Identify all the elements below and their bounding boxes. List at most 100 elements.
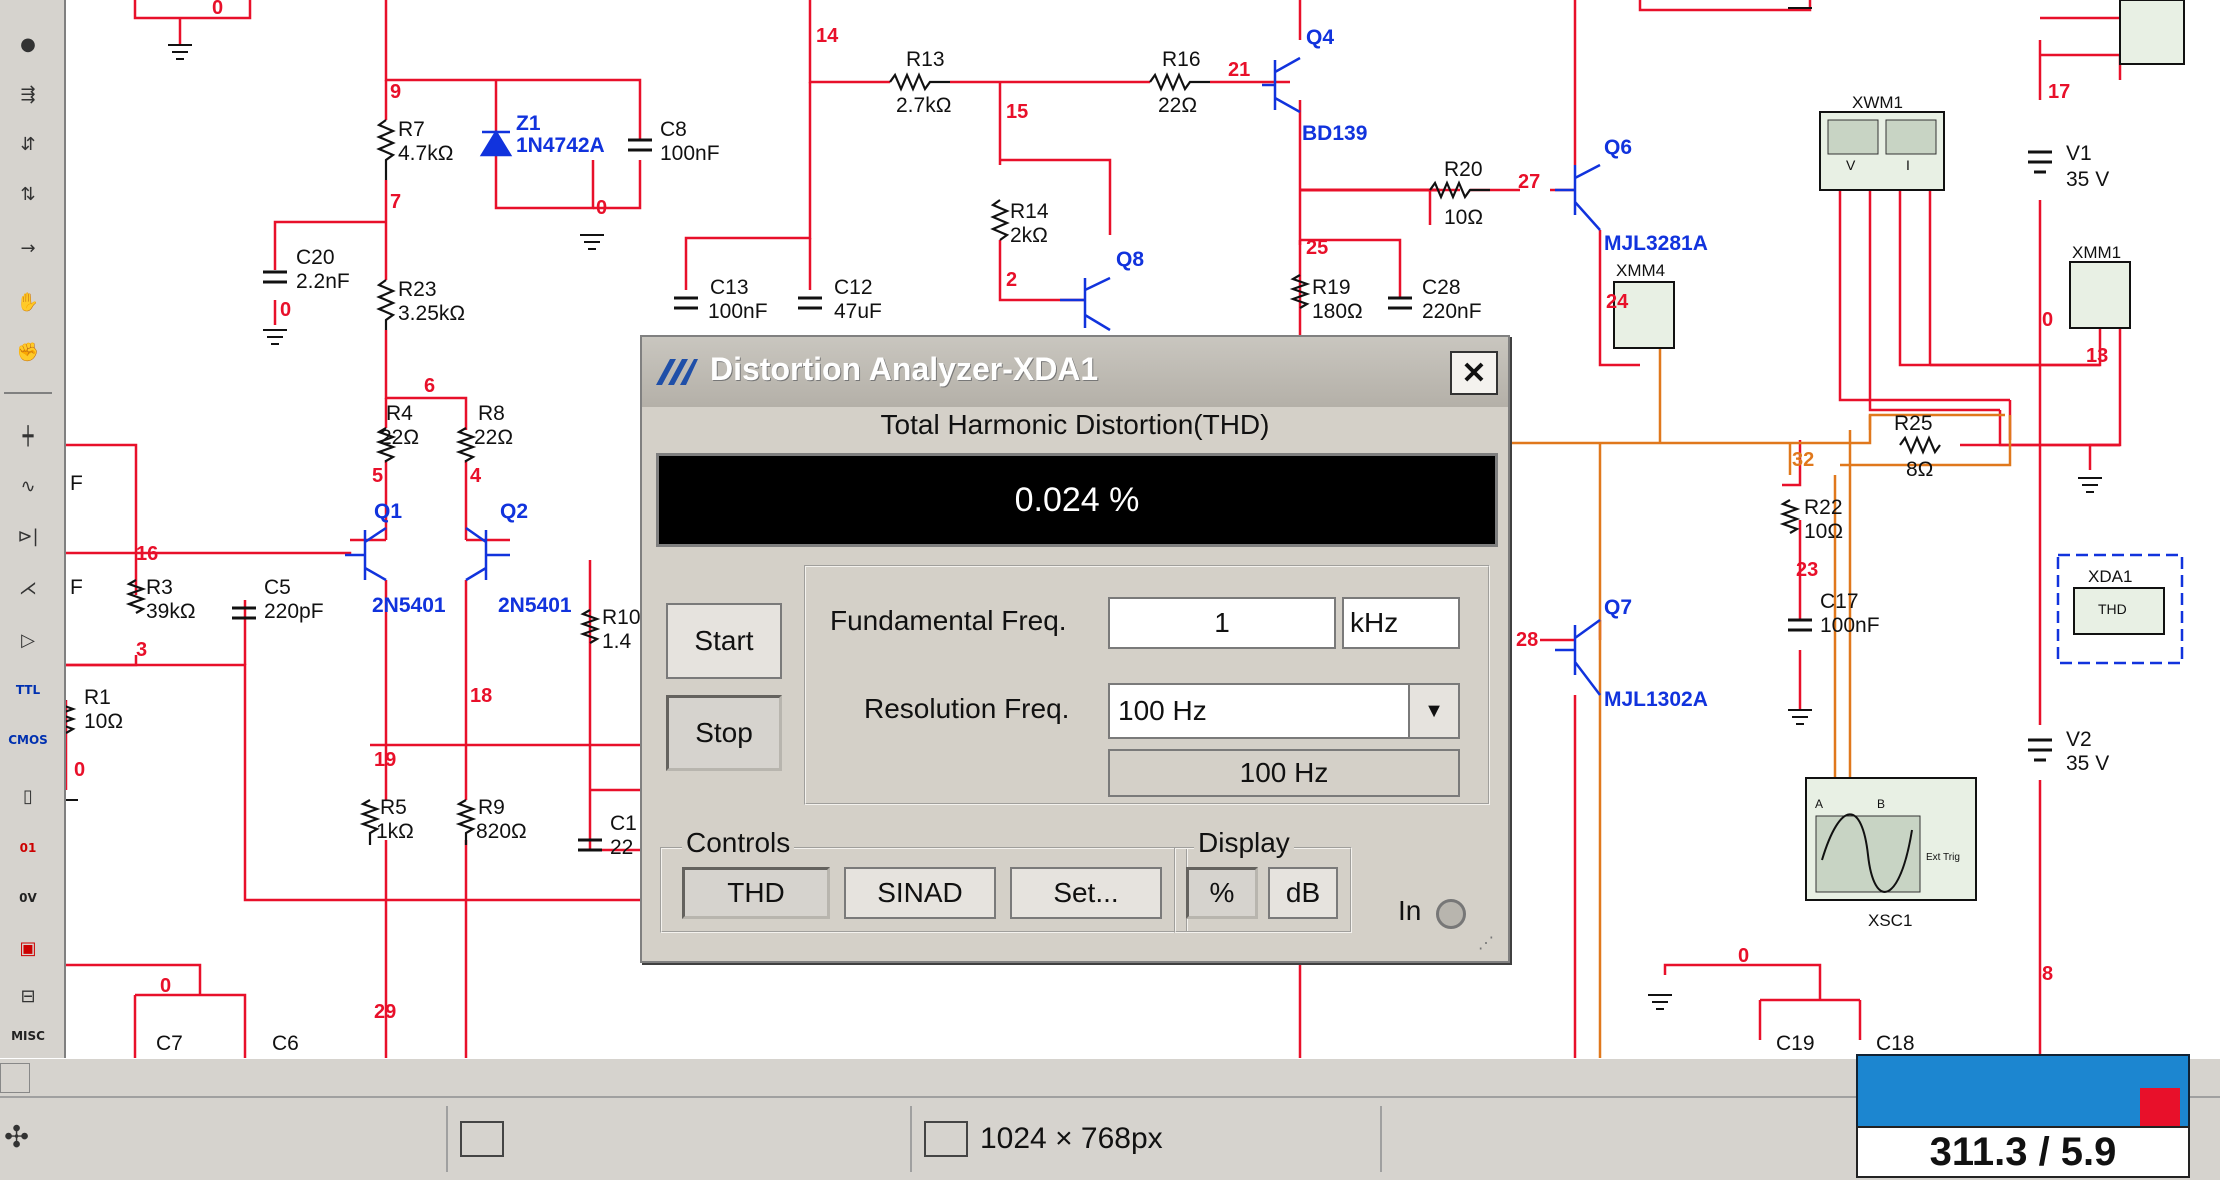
resolution-freq-select[interactable]: 100 Hz [1108,683,1408,739]
overview-thumbnail[interactable] [1856,1054,2190,1130]
diode-icon[interactable]: ⊳| [17,525,39,547]
net-label: 13 [2086,345,2108,367]
component-ref: C1 [610,812,637,835]
net-label: 5 [372,465,383,487]
thd-readout: 0.024 % [656,453,1498,547]
fundamental-unit-select[interactable]: kHz [1342,597,1460,649]
switch-component[interactable] [2119,0,2185,65]
basic-icon[interactable]: ∿ [20,475,36,497]
hierarchy-down-icon[interactable]: ⇅ [20,183,36,205]
component-ref: R20 [1444,158,1483,181]
net-label: 16 [136,543,158,565]
analyzer-app-icon [656,359,698,385]
schematic-canvas[interactable]: 0 14 9 7 0 15 21 27 17 0 0 2 25 24 13 6 … [66,0,2220,1058]
scroll-left-button[interactable] [0,1063,30,1093]
horizontal-scrollbar[interactable] [0,1058,2220,1097]
net-label: 27 [1518,171,1540,193]
db-button[interactable]: dB [1268,867,1338,919]
chevron-down-icon[interactable]: ▼ [1408,683,1460,739]
close-button[interactable]: ✕ [1450,351,1498,395]
component-ref: R8 [478,402,505,425]
net-label: 0 [1738,945,1749,967]
input-terminal-icon[interactable] [1436,899,1466,929]
net-label: 28 [1516,629,1538,651]
mcu-icon[interactable]: ▯ [23,785,33,807]
overview-marker [2140,1088,2180,1128]
net-label: 0 [160,975,171,997]
component-ref: C28 [1422,276,1461,299]
component-ref: Q4 [1306,26,1334,49]
component-value: 35 V [2066,752,2109,775]
instruments[interactable] [1613,0,2185,901]
status-cell-size: 1024 × 768px [910,1106,1378,1172]
power-icon[interactable]: ⊟ [20,985,36,1007]
xda1-selection[interactable] [2056,553,2184,665]
wattmeter-v: V [1846,157,1856,173]
component-value: 22Ω [1158,94,1197,117]
component-value: 10Ω [1804,520,1843,543]
status-cell [446,1106,908,1172]
percent-button[interactable]: % [1186,867,1258,919]
component-ref: C12 [834,276,873,299]
resize-grip-icon[interactable]: ⋰ [1478,935,1494,952]
cursor-coordinates: 311.3 / 5.9 [1856,1126,2190,1178]
component-value: 180Ω [1312,300,1363,323]
transistor-icon[interactable]: ⋌ [19,577,37,599]
component-value: 220nF [1422,300,1482,323]
component-ref: C20 [296,246,335,269]
multimeter-xmm1[interactable] [2069,261,2131,329]
hand-copy-icon[interactable]: ✊ [16,341,40,363]
ttl-button[interactable]: TTL [15,683,41,697]
mixed-analog-button[interactable]: 0V [19,891,37,905]
canvas-size-text: 1024 × 768px [980,1122,1163,1155]
net-label: 29 [374,1001,396,1023]
wattmeter-i: I [1906,157,1910,173]
fundamental-freq-input[interactable]: 1 [1108,597,1336,649]
component-value: 100nF [708,300,768,323]
cmos-button[interactable]: CMOS [8,733,48,747]
hierarchy-up-icon[interactable]: ⇵ [20,133,36,155]
thd-heading: Total Harmonic Distortion(THD) [880,409,1270,440]
probe-icon[interactable]: ● [20,33,36,55]
net-label: 24 [1606,291,1629,313]
component-ref: Z1 [516,112,541,135]
component-value: 22Ω [474,426,513,449]
connector-icon[interactable]: → [20,237,36,259]
start-button[interactable]: Start [666,603,782,679]
component-toolbar: ● ⇶ ⇵ ⇅ → ✋ ✊ ┿ ∿ ⊳| ⋌ ▷ TTL CMOS ▯ 01 0… [0,0,66,1058]
component-ref: C6 [272,1032,299,1055]
component-value: 22Ω [380,426,419,449]
hierarchy-icon[interactable]: ⇶ [20,83,36,105]
component-ref: Q7 [1604,596,1632,619]
component-value: 22 [610,836,633,859]
component-ref: R16 [1162,48,1201,71]
set-button[interactable]: Set... [1010,867,1162,919]
ground-symbols [66,7,2102,1010]
component-value: MJL1302A [1604,688,1708,711]
component-value: 1N4742A [516,134,605,157]
thd-button[interactable]: THD [682,867,830,919]
component-ref: C8 [660,118,687,141]
dialog-titlebar[interactable]: Distortion Analyzer-XDA1 ✕ [642,337,1508,407]
component-value: 8Ω [1906,458,1933,481]
component-value: BD139 [1302,122,1367,145]
misc-button[interactable]: MISC [11,1029,45,1043]
sinad-button[interactable]: SINAD [844,867,996,919]
window-icon [924,1121,968,1157]
analog-icon[interactable]: ▷ [21,629,35,651]
mixed-button[interactable]: 01 [19,841,37,855]
resistor-symbols [66,72,1941,845]
component-value: 2kΩ [1010,224,1048,247]
stop-button[interactable]: Stop [666,695,782,771]
multimeter-xmm4[interactable] [1613,281,1675,349]
component-ref: C17 [1820,590,1859,613]
indicator-icon[interactable]: ▣ [19,937,37,959]
component-value: 4.7kΩ [398,142,453,165]
component-fragment: F [70,576,83,599]
component-value: 2N5401 [498,594,572,617]
component-value: 47uF [834,300,882,323]
net-label: 23 [1796,559,1818,581]
source-icon[interactable]: ┿ [22,425,34,447]
component-fragment: F [70,472,83,495]
hand-icon[interactable]: ✋ [16,291,40,313]
